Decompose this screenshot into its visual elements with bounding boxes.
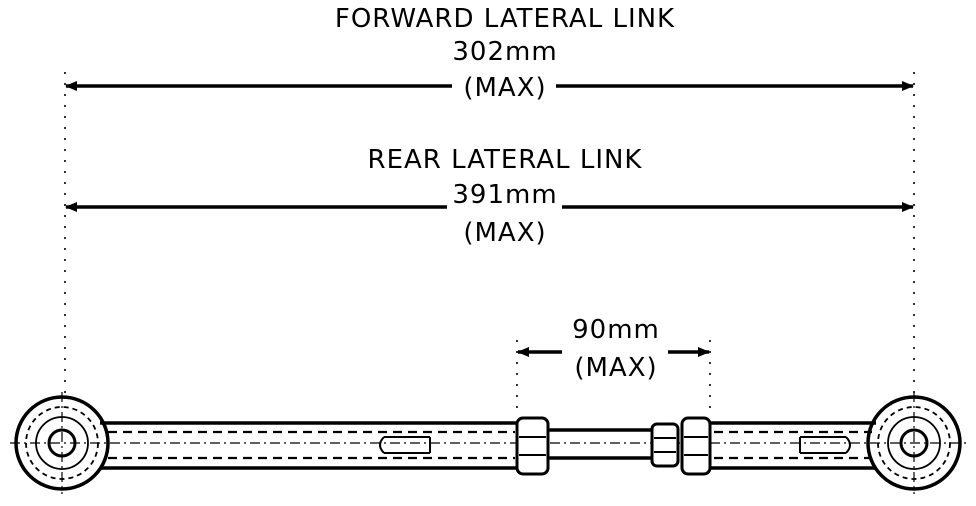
forward-link-dimension: FORWARD LATERAL LINK 302mm (MAX) — [65, 4, 914, 103]
right-rod — [710, 421, 876, 470]
adjuster-dimension: 90mm (MAX) — [517, 315, 710, 383]
lock-nut-right — [680, 416, 712, 476]
left-rod — [100, 421, 518, 470]
left-bushing-eye — [14, 392, 110, 494]
adjuster-length: 90mm — [572, 315, 660, 345]
right-bushing-eye — [866, 392, 962, 494]
forward-link-qualifier: (MAX) — [463, 73, 546, 103]
adjuster-qualifier: (MAX) — [574, 353, 657, 383]
forward-link-title: FORWARD LATERAL LINK — [335, 4, 675, 34]
forward-link-length: 302mm — [452, 37, 557, 67]
lateral-link-drawing — [10, 392, 966, 494]
rear-link-title: REAR LATERAL LINK — [368, 145, 643, 175]
rear-link-qualifier: (MAX) — [463, 218, 546, 248]
rear-link-length: 391mm — [452, 180, 557, 210]
lock-nut-left — [515, 416, 550, 476]
adjuster-sleeve — [548, 428, 652, 460]
rear-link-dimension: REAR LATERAL LINK 391mm (MAX) — [65, 145, 914, 248]
lock-nut-right-small — [650, 422, 680, 468]
